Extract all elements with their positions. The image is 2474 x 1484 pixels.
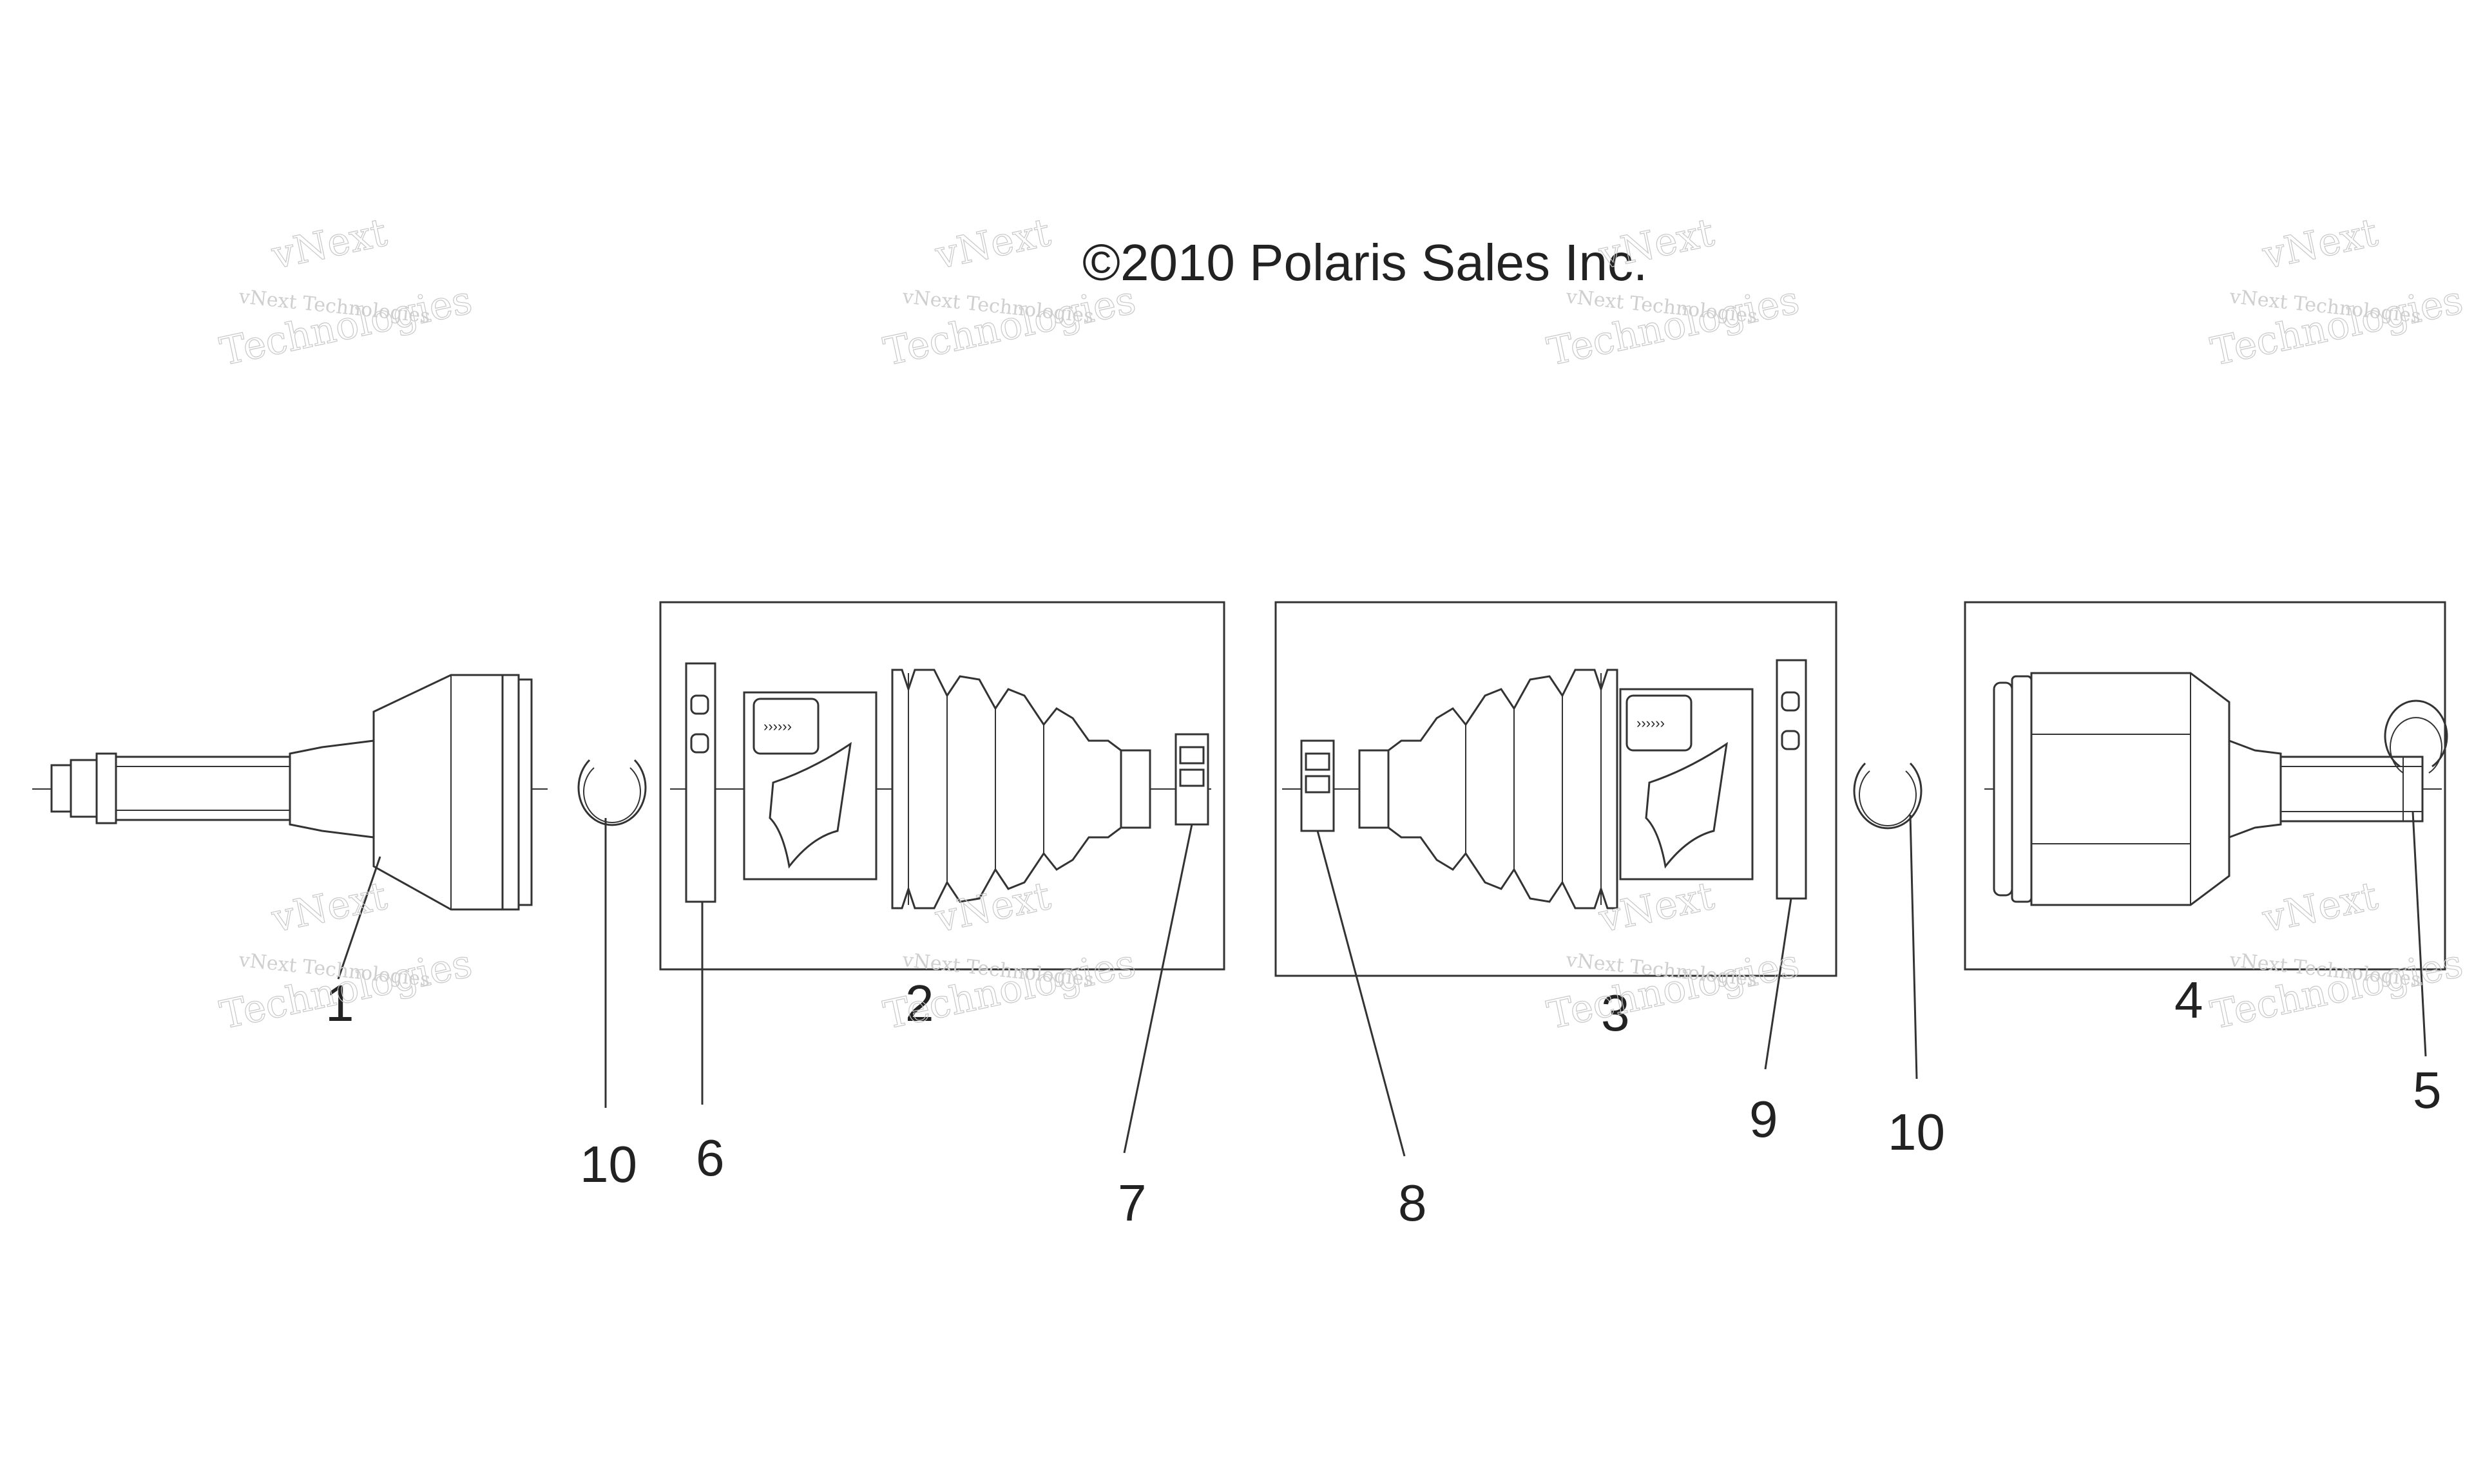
- callout-4: 4: [2174, 971, 2203, 1029]
- callout-7: 7: [1118, 1174, 1147, 1232]
- boot-kit-inner[interactable]: ››››››: [1274, 601, 1837, 977]
- circlip-right[interactable]: [1853, 762, 1923, 830]
- outer-cv-joint[interactable]: [32, 674, 548, 911]
- leader-lines: [337, 811, 2427, 1157]
- circlip-left[interactable]: [577, 759, 647, 826]
- callout-3: 3: [1601, 984, 1630, 1042]
- boot-kit-outer[interactable]: ››››››: [659, 601, 1225, 971]
- circlip-5[interactable]: [2384, 699, 2448, 768]
- callout-2: 2: [905, 975, 934, 1032]
- svg-text:vNext: vNext: [267, 873, 390, 942]
- svg-text:››››››: ››››››: [763, 718, 792, 734]
- watermarks: vNext Technologies vNext Technologies vN…: [216, 209, 2467, 1038]
- callout-10-right: 10: [1888, 1103, 1945, 1161]
- svg-text:››››››: ››››››: [1636, 715, 1665, 731]
- callout-8: 8: [1398, 1174, 1427, 1232]
- callout-9: 9: [1749, 1090, 1778, 1148]
- svg-text:vNext: vNext: [267, 210, 390, 278]
- svg-text:vNext: vNext: [2258, 873, 2381, 942]
- callout-1: 1: [325, 975, 354, 1032]
- callout-5: 5: [2413, 1061, 2442, 1119]
- callouts: 1 2 3 4 5 6 7 8 9 10 10: [325, 971, 2442, 1232]
- svg-text:vNext: vNext: [931, 210, 1054, 278]
- copyright-text: ©2010 Polaris Sales Inc.: [1082, 234, 1647, 291]
- inner-cv-joint[interactable]: [1964, 601, 2446, 971]
- svg-text:vNext: vNext: [2258, 210, 2381, 278]
- callout-10-left: 10: [580, 1136, 637, 1193]
- svg-text:vNext: vNext: [1595, 210, 1718, 278]
- callout-6: 6: [696, 1129, 725, 1186]
